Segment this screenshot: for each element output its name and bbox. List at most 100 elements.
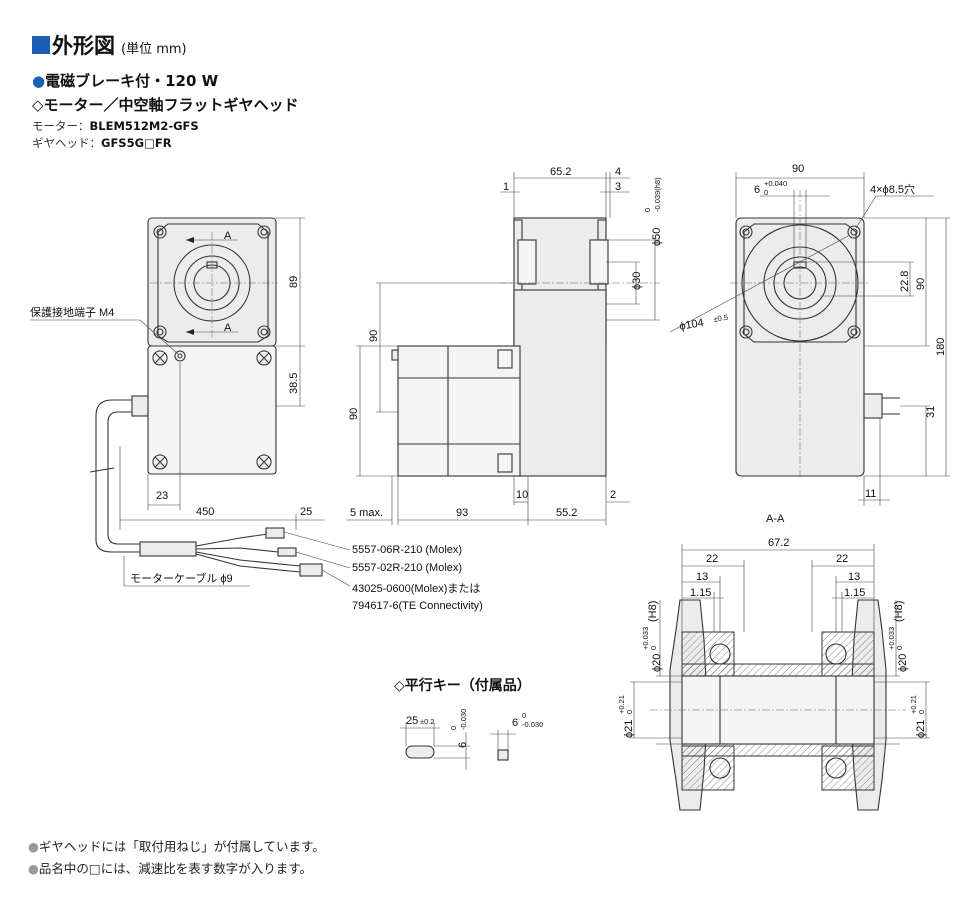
dim-13-left: 13 (696, 571, 708, 583)
cable-gland (131, 395, 149, 417)
key-dim-25: 25 (406, 715, 418, 727)
section-mark-bottom: A (224, 322, 232, 334)
dim-55-2: 55.2 (556, 507, 577, 519)
connector-06r (265, 527, 285, 539)
cable-label: モーターケーブル ϕ9 (130, 571, 233, 585)
page-title: 外形図 (単位 mm) (32, 30, 187, 60)
note-item: ●品名中の□には、減速比を表す数字が入ります。 (28, 861, 312, 876)
dim-phi30: ϕ30 (631, 272, 643, 290)
note-bullet-icon: ● (28, 839, 39, 854)
dim-25-cable: 25 (300, 506, 312, 518)
dim-phi50-upper: 0 (643, 208, 652, 212)
dim-5max: 5 max. (350, 507, 383, 519)
dim-6-keyway: 6 (754, 184, 760, 196)
parallel-key: ◇平行キー（付属品） 25 ±0.2 6 0 -0.030 6 0 -0.030 (394, 677, 543, 770)
dim-3: 3 (615, 181, 621, 193)
dim-22-right: 22 (836, 553, 848, 565)
motor-model: BLEM512M2-GFS (89, 119, 199, 133)
dim-2: 2 (610, 489, 616, 501)
groove-left-tol-lower: 0 (625, 710, 634, 714)
connector-02r (277, 547, 297, 557)
side-gearhead-lower (513, 289, 607, 477)
groove-right-label: ϕ21 (915, 720, 927, 738)
ground-terminal (174, 350, 186, 362)
subtitle-brake: ●電磁ブレーキ付・120 W (32, 72, 219, 90)
groove-right-tol-upper: +0.21 (909, 695, 918, 714)
dim-1-15-left: 1.15 (690, 587, 711, 599)
connector-3b-label: 794617-6(TE Connectivity) (352, 600, 483, 612)
dim-phi104-tol: ±0.5 (713, 313, 729, 324)
hollow-shaft-top (681, 663, 875, 677)
notes: ●ギヤヘッドには「取付用ねじ」が付属しています。 ●品名中の□には、減速比を表す… (28, 836, 325, 880)
dim-22-8: 22.8 (899, 271, 911, 292)
dim-31: 31 (925, 406, 937, 418)
key-dim-6w-upper: 0 (522, 711, 526, 720)
dim-93: 93 (456, 507, 468, 519)
connector-2-label: 5557-02R-210 (Molex) (352, 562, 462, 574)
subtitle-gearhead: ◇モーター／中空軸フラットギヤヘッド (32, 96, 299, 114)
key-dim-6h: 6 (457, 742, 469, 748)
dim-4: 4 (615, 166, 621, 178)
connector-1-label: 5557-06R-210 (Molex) (352, 544, 462, 556)
side-motor-body (397, 345, 521, 477)
section-mark-top: A (224, 230, 232, 242)
key-dim-6h-upper: 0 (449, 726, 458, 730)
title-text: 外形図 (52, 34, 115, 58)
dim-67-2: 67.2 (768, 537, 789, 549)
connector-3-label: 43025-0600(Molex)または (352, 582, 480, 595)
section-label: A-A (766, 513, 785, 525)
unit-label: (単位 mm) (121, 41, 187, 57)
bore-left-tol-lower: 0 (649, 646, 658, 650)
bore-right-tol-lower: 0 (895, 646, 904, 650)
dim-23: 23 (156, 490, 168, 502)
gear-model: GFS5G□FR (101, 136, 172, 150)
dim-90-right: 90 (915, 278, 927, 290)
title-square-icon (32, 36, 50, 54)
key-dim-25-tol: ±0.2 (420, 717, 435, 726)
gear-model-row: ギヤヘッド：GFS5G□FR (32, 136, 172, 150)
bullet-circle-icon: ● (32, 72, 46, 90)
dim-90-left: 90 (348, 408, 360, 420)
note-bullet-icon: ● (28, 861, 39, 876)
groove-left-tol-upper: +0.21 (617, 695, 626, 714)
key-side-view (405, 745, 435, 759)
dim-450: 450 (196, 506, 214, 518)
key-title: ◇平行キー（付属品） (394, 677, 531, 694)
bore-right-fit: (H8) (893, 601, 905, 622)
connector-43025 (299, 563, 323, 577)
key-dim-6h-lower: -0.030 (459, 709, 468, 730)
motor-model-row: モーター：BLEM512M2-GFS (32, 119, 199, 133)
dim-phi50-lower: -0.039(h8) (653, 177, 662, 212)
key-end-view (497, 749, 509, 761)
dim-89: 89 (288, 276, 300, 288)
dim-180: 180 (935, 338, 947, 356)
dim-38-5: 38.5 (288, 373, 300, 394)
dim-6-lower: 0 (764, 188, 768, 197)
note-item: ●ギヤヘッドには「取付用ねじ」が付属しています。 (28, 839, 325, 854)
dim-22-left: 22 (706, 553, 718, 565)
section-view: A-A 67.2 22 22 13 13 (617, 513, 930, 811)
bore-left-label: ϕ20 (651, 654, 663, 672)
dim-13-right: 13 (848, 571, 860, 583)
dim-10: 10 (516, 489, 528, 501)
front-motor-body (147, 345, 277, 475)
terminal-label: 保護接地端子 M4 (30, 305, 114, 319)
cable-assembly: 450 25 5557-06R-210 (Molex) 5557-02R-210… (119, 446, 483, 612)
bore-left-fit: (H8) (647, 601, 659, 622)
hollow-shaft-bottom (681, 743, 875, 757)
key-dim-6w-lower: -0.030 (522, 720, 543, 729)
dim-6-upper: +0.040 (764, 179, 787, 188)
groove-left-label: ϕ21 (623, 720, 635, 738)
dim-1-15-right: 1.15 (844, 587, 865, 599)
dim-1: 1 (503, 181, 509, 193)
bore-right-tol-upper: +0.033 (887, 627, 896, 650)
bore-right-label: ϕ20 (897, 654, 909, 672)
dim-11: 11 (865, 488, 876, 500)
groove-right-tol-lower: 0 (917, 710, 926, 714)
holes-label: 4×ϕ8.5穴 (870, 182, 915, 196)
dim-90-center: 90 (368, 330, 380, 342)
gear-face-view: 90 6 +0.040 0 4×ϕ8.5穴 ϕ104 ±0.5 22.8 90 … (669, 163, 950, 506)
dim-phi50: ϕ50 (651, 228, 663, 246)
side-view: 65.2 4 1 3 ϕ50 0 -0.039(h8) ϕ30 90 90 5 (346, 166, 663, 525)
